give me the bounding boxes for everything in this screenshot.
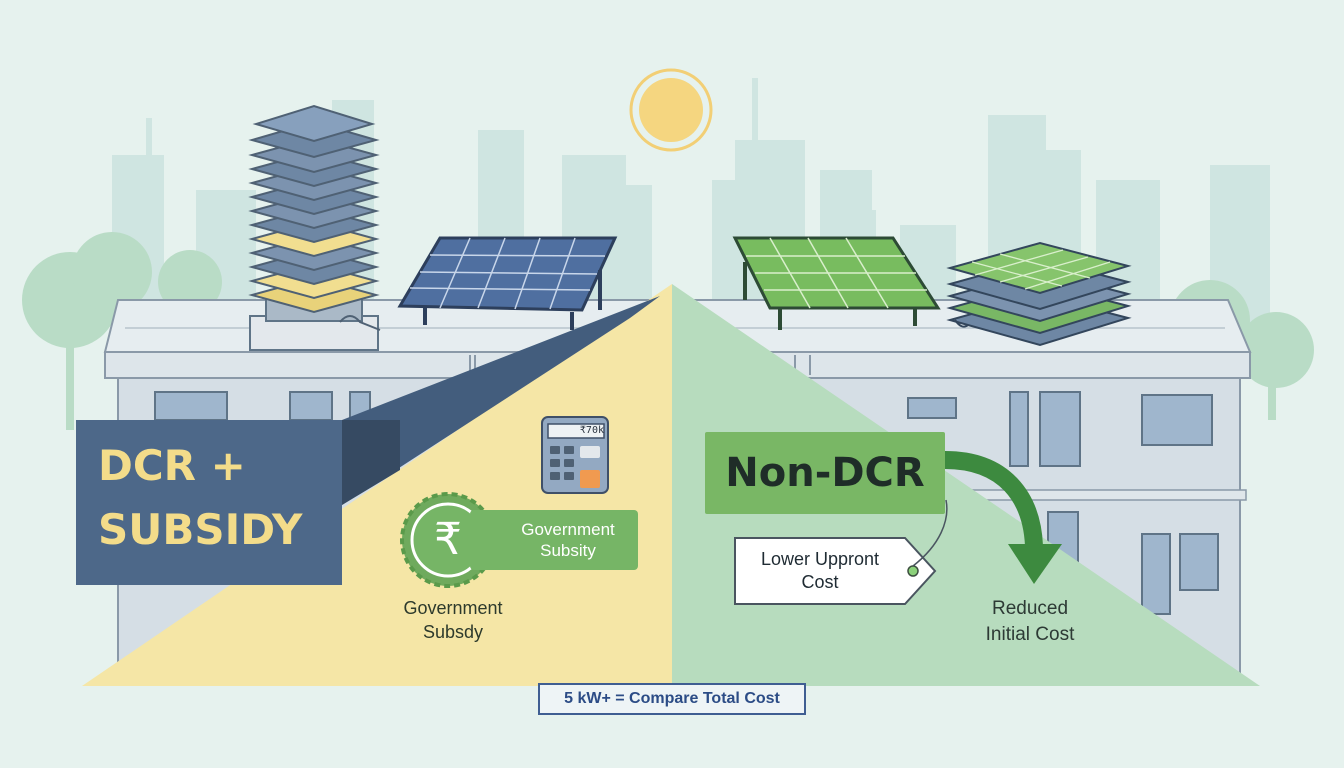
sun-icon (629, 68, 713, 152)
badge-line1: Government (521, 520, 615, 539)
calculator-icon (541, 416, 609, 494)
rupee-symbol: ₹ (434, 514, 462, 565)
tag-line1: Lower Uppront (760, 549, 880, 569)
solar-panel-icon (732, 236, 941, 330)
caption-line1: Government (403, 598, 503, 618)
solar-panel-icon (397, 236, 618, 330)
tag-line2: Cost (801, 572, 839, 592)
lower-upfront-cost-tag: Lower Uppront Cost (735, 538, 905, 604)
calculator-display: ₹70k (579, 425, 604, 436)
dcr-title-line2: SUBSIDY (98, 505, 303, 554)
reduced-line1: Reduced (991, 598, 1069, 619)
non-dcr-banner: Non-DCR (705, 432, 945, 514)
government-subsidy-badge: Government Subsity (470, 510, 638, 570)
compare-total-cost-note: 5 kW+ = Compare Total Cost (538, 683, 806, 715)
dcr-subsidy-banner: DCR + SUBSIDY (76, 420, 342, 585)
dcr-banner-fold (342, 420, 400, 505)
dcr-banner-tail (342, 296, 660, 505)
curved-arrow-icon (944, 451, 1062, 584)
badge-line2: Subsity (540, 541, 596, 560)
dcr-title-line1: DCR + (98, 441, 246, 490)
reduced-line2: Initial Cost (985, 624, 1075, 645)
panel-stack-icon (946, 241, 1132, 347)
government-subsidy-caption: Government Subsdy (378, 596, 528, 644)
caption-line2: Subsdy (422, 622, 484, 642)
reduced-initial-cost-caption: Reduced Initial Cost (950, 596, 1110, 648)
price-tag-icon (734, 499, 948, 605)
panel-stack-icon (248, 104, 381, 351)
